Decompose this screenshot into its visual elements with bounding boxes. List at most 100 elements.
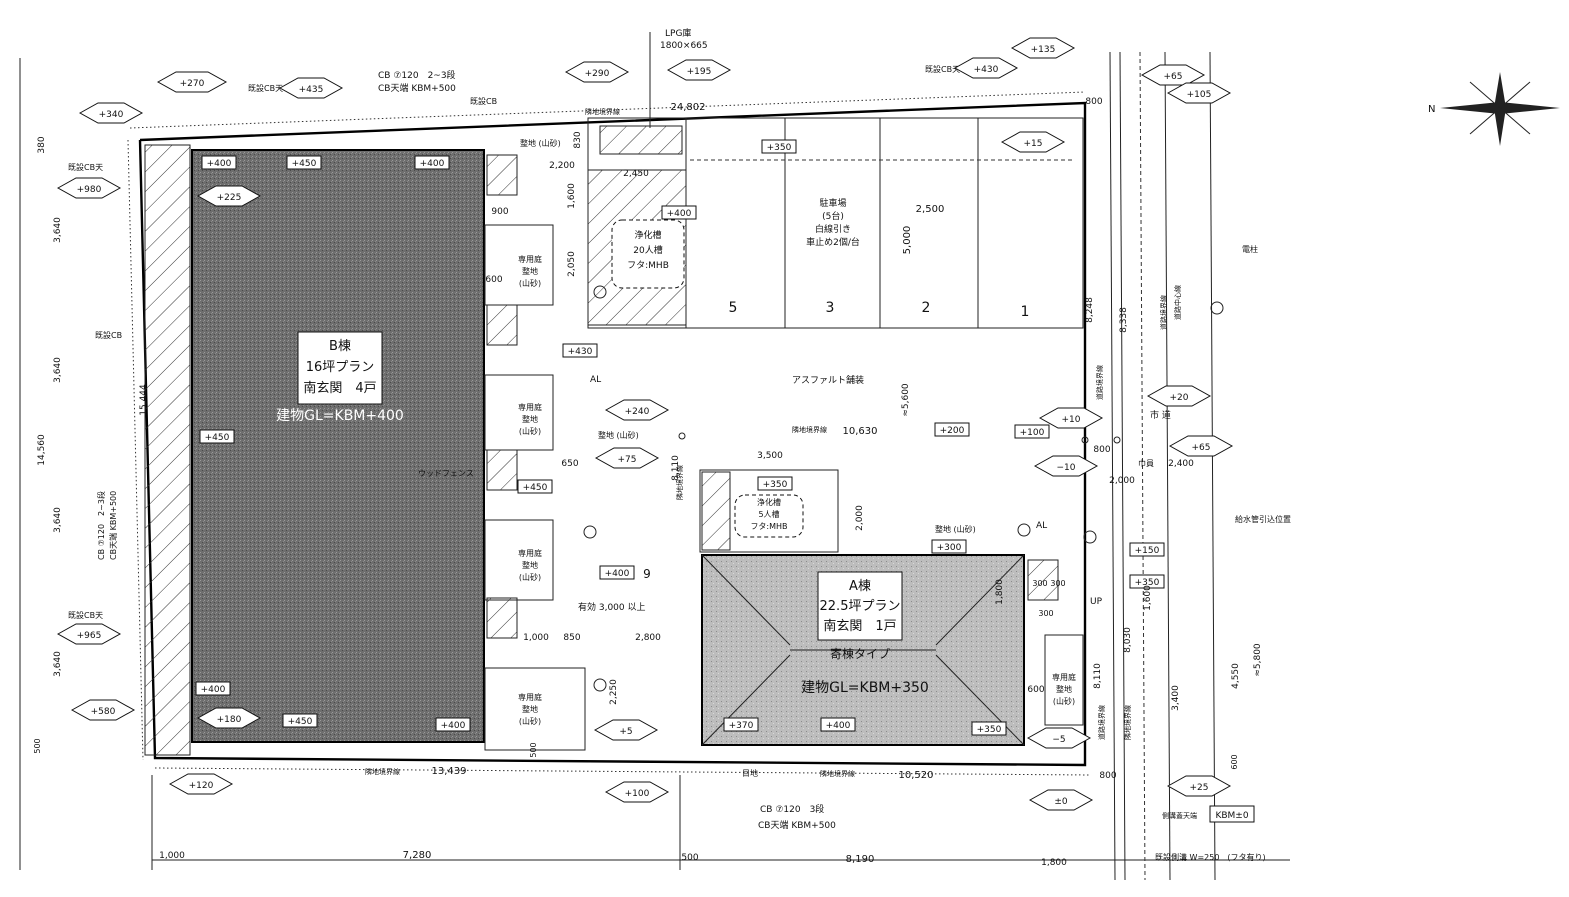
svg-text:+340: +340 [99, 110, 124, 120]
svg-text:+400: +400 [207, 159, 232, 169]
svg-text:+450: +450 [292, 159, 317, 169]
asphalt-label: アスファルト舗装 [792, 374, 864, 386]
svg-text:+400: +400 [667, 209, 692, 219]
svg-text:8,110: 8,110 [1093, 663, 1103, 689]
wall-top-1: CB ⑦120 2~3段 [378, 69, 456, 81]
svg-text:1,600: 1,600 [567, 183, 577, 209]
svg-text:+450: +450 [523, 483, 548, 493]
garden-label-1: 専用庭 [518, 254, 542, 264]
al-label-1: AL [590, 375, 601, 385]
garden-ground-1: 整地 [522, 266, 538, 276]
svg-text:15,444: 15,444 [139, 384, 149, 416]
svg-text:+400: +400 [605, 569, 630, 579]
existing-cb-top-left: 既設CB天 [248, 83, 283, 93]
elevation-boxes: +400 +450 +400 +350 +400 +430 +450 +450 … [195, 139, 1165, 736]
svg-text:1,800: 1,800 [1041, 858, 1067, 868]
svg-text:500: 500 [529, 742, 538, 757]
svg-text:+100: +100 [1020, 428, 1045, 438]
existing-cb-top-mid: 既設CB [470, 96, 497, 106]
building-a-zone [699, 469, 839, 553]
boundary-bottom-2: 隣地境界線 [820, 769, 855, 778]
svg-text:+105: +105 [1187, 90, 1212, 100]
lpg-label: LPG庫 [665, 27, 691, 39]
svg-text:8,190: 8,190 [846, 854, 875, 865]
svg-text:850: 850 [563, 633, 580, 643]
garden-a-label: 専用庭 [1052, 672, 1076, 682]
svg-text:8,248: 8,248 [1085, 297, 1095, 323]
stair-a [1027, 559, 1059, 601]
svg-text:3,640: 3,640 [53, 217, 63, 243]
svg-text:≈5,600: ≈5,600 [901, 383, 911, 417]
svg-text:380: 380 [37, 136, 47, 153]
private-gardens [484, 154, 586, 751]
left-planting-strip [144, 144, 191, 756]
up-label: UP [1090, 597, 1103, 607]
building-a-label-box [817, 571, 903, 641]
road-lines [1109, 51, 1216, 881]
existing-cb-left-1: 既設CB天 [68, 162, 103, 172]
septic-small-name: 浄化槽 [757, 497, 781, 507]
boundary-top: 隣地境界線 [585, 107, 620, 116]
svg-text:+350: +350 [1135, 578, 1160, 588]
parking-count: (5台) [822, 210, 844, 222]
building-a-entry: 南玄関 1戸 [823, 618, 896, 634]
svg-text:3,500: 3,500 [757, 451, 783, 461]
svg-text:2,800: 2,800 [635, 633, 661, 643]
water-pos-label: 給水管引込位置 [1235, 514, 1291, 524]
kbm-label: KBM±0 [1215, 811, 1248, 821]
parking-stall-2: 2 [922, 300, 931, 316]
svg-text:+350: +350 [763, 480, 788, 490]
svg-text:+65: +65 [1192, 443, 1211, 453]
building-b-footprint [191, 149, 485, 743]
svg-text:1,000: 1,000 [523, 633, 549, 643]
svg-text:300: 300 [1038, 609, 1053, 618]
garden-a-sand: (山砂) [1053, 696, 1075, 706]
svg-text:+580: +580 [91, 707, 116, 717]
svg-text:+980: +980 [77, 185, 102, 195]
svg-text:900: 900 [491, 207, 508, 217]
svg-text:+370: +370 [729, 721, 754, 731]
gutter-label: 既設側溝 W=250 (フタ有り) [1155, 852, 1266, 862]
building-a-plan: 22.5坪プラン [820, 599, 901, 614]
septic-small-lid: フタ:MHB [750, 522, 787, 531]
existing-cb-top-right: 既設CB天 [925, 64, 960, 74]
parking-stall-9: 9 [643, 567, 651, 581]
svg-text:3,640: 3,640 [53, 357, 63, 383]
wall-left-1: CB ⑦120 2~3段 [96, 491, 106, 560]
svg-text:+120: +120 [189, 781, 214, 791]
svg-text:+180: +180 [217, 715, 242, 725]
parking-title: 駐車場 [819, 197, 846, 209]
wall-left-2: CB天端 KBM+500 [108, 491, 118, 560]
svg-text:600: 600 [485, 275, 502, 285]
septic-small-capacity: 5人槽 [758, 509, 779, 519]
svg-text:+25: +25 [1190, 783, 1209, 793]
svg-text:−10: −10 [1057, 463, 1076, 473]
parking-stall-3: 3 [826, 300, 835, 316]
elevation-tags: +270 +435 +290 +195 +135 +430 +65 +105 +… [56, 37, 1234, 811]
section-markers [583, 285, 1224, 692]
power-pole-label: 電柱 [1242, 244, 1258, 254]
svg-text:650: 650 [561, 459, 578, 469]
existing-cb-left-2: 既設CB [95, 330, 122, 340]
svg-text:+450: +450 [205, 433, 230, 443]
wall-bottom-2: CB天端 KBM+500 [758, 819, 836, 831]
road-boundary-label-1: 道路境界線 [1095, 365, 1104, 400]
garden-sand-4: (山砂) [519, 716, 541, 726]
svg-text:800: 800 [1085, 97, 1102, 107]
svg-text:+65: +65 [1164, 72, 1183, 82]
building-b-plan: 16坪プラン [306, 360, 375, 375]
svg-text:1,000: 1,000 [159, 851, 185, 861]
svg-text:+75: +75 [618, 455, 637, 465]
dimension-labels: 24,802 800 380 3,640 3,640 3,640 3,640 1… [33, 97, 1263, 868]
building-b-gl: 建物GL=KBM+400 [276, 408, 404, 424]
gutter-top-label: 側溝蓋天端 [1162, 811, 1197, 820]
width-note: 有効 3,000 以上 [578, 601, 646, 613]
svg-text:800: 800 [1093, 445, 1110, 455]
ground-sand-a: 整地 (山砂) [935, 524, 976, 534]
svg-text:+270: +270 [180, 79, 205, 89]
svg-text:+240: +240 [625, 407, 650, 417]
building-b-name: B棟 [329, 339, 351, 354]
building-b-entry: 南玄関 4戸 [303, 380, 376, 396]
svg-text:830: 830 [573, 131, 583, 148]
garden-ground-4: 整地 [522, 704, 538, 714]
